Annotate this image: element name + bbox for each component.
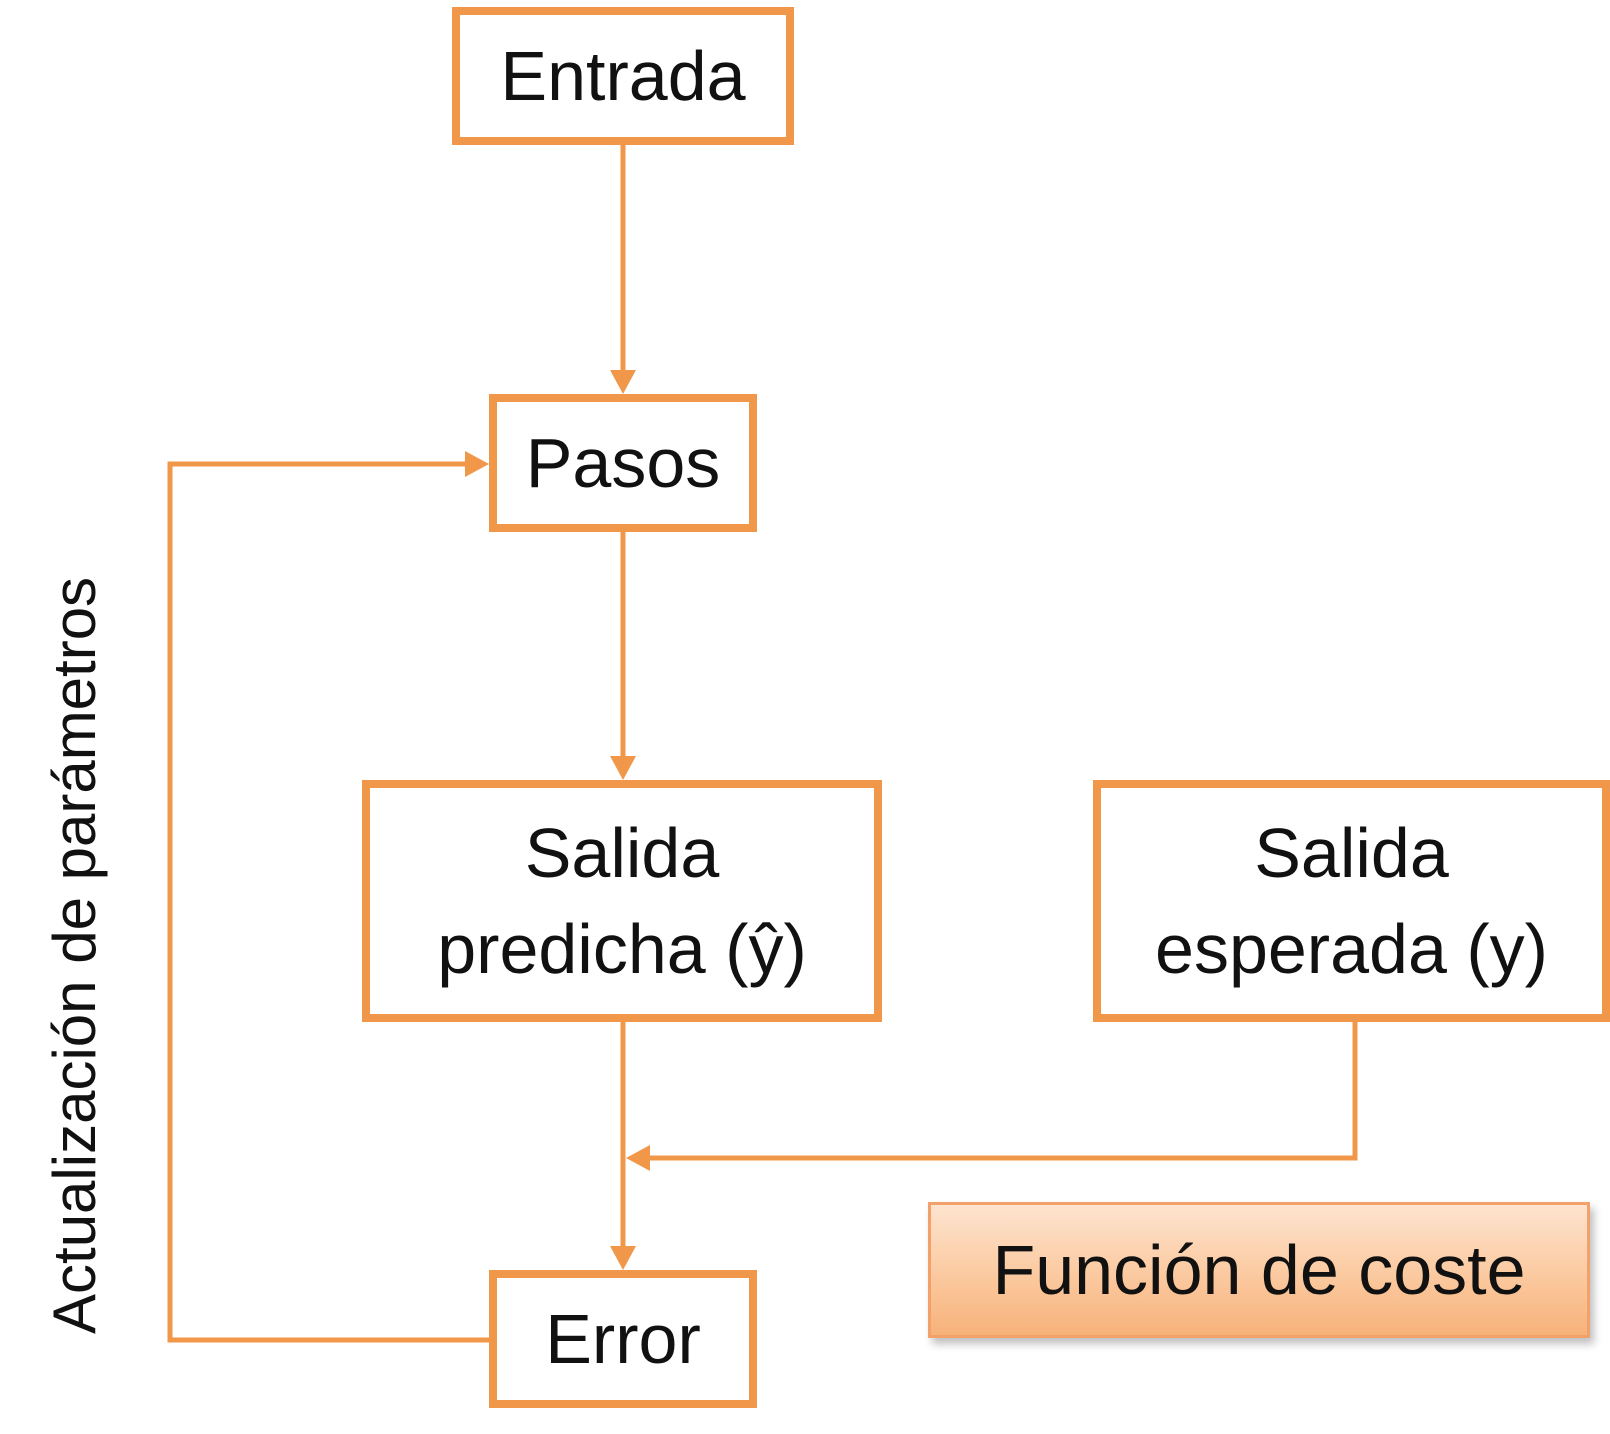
- node-entrada: Entrada: [452, 7, 794, 145]
- legend-funcion-de-coste: Función de coste: [928, 1202, 1590, 1338]
- node-salida-esperada-line1: Salida: [1254, 814, 1449, 892]
- node-pasos-label: Pasos: [525, 424, 721, 502]
- node-salida-predicha-line1: Salida: [524, 814, 720, 892]
- arrowhead-pasos-left: [465, 451, 489, 477]
- node-error: Error: [489, 1270, 757, 1408]
- feedback-edge-label: Actualización de parámetros: [41, 576, 108, 1334]
- node-error-label: Error: [545, 1300, 701, 1378]
- arrowhead-pasos-top: [610, 370, 636, 394]
- node-salida-predicha: Salida predicha (ŷ): [362, 780, 882, 1022]
- edge-salida-esperada-merge: [648, 1022, 1358, 1161]
- node-entrada-label: Entrada: [500, 37, 746, 115]
- arrowhead-salida-predicha-top: [610, 756, 636, 780]
- edge-error-feedback-pasos: [167, 461, 489, 1343]
- arrowhead-merge-left: [626, 1145, 650, 1171]
- node-salida-esperada-line2: esperada (y): [1155, 910, 1548, 988]
- node-salida-predicha-line2: predicha (ŷ): [437, 910, 807, 988]
- legend-funcion-de-coste-label: Función de coste: [992, 1231, 1526, 1309]
- node-pasos: Pasos: [489, 394, 757, 532]
- node-salida-esperada: Salida esperada (y): [1093, 780, 1610, 1022]
- arrowhead-error-top: [610, 1246, 636, 1270]
